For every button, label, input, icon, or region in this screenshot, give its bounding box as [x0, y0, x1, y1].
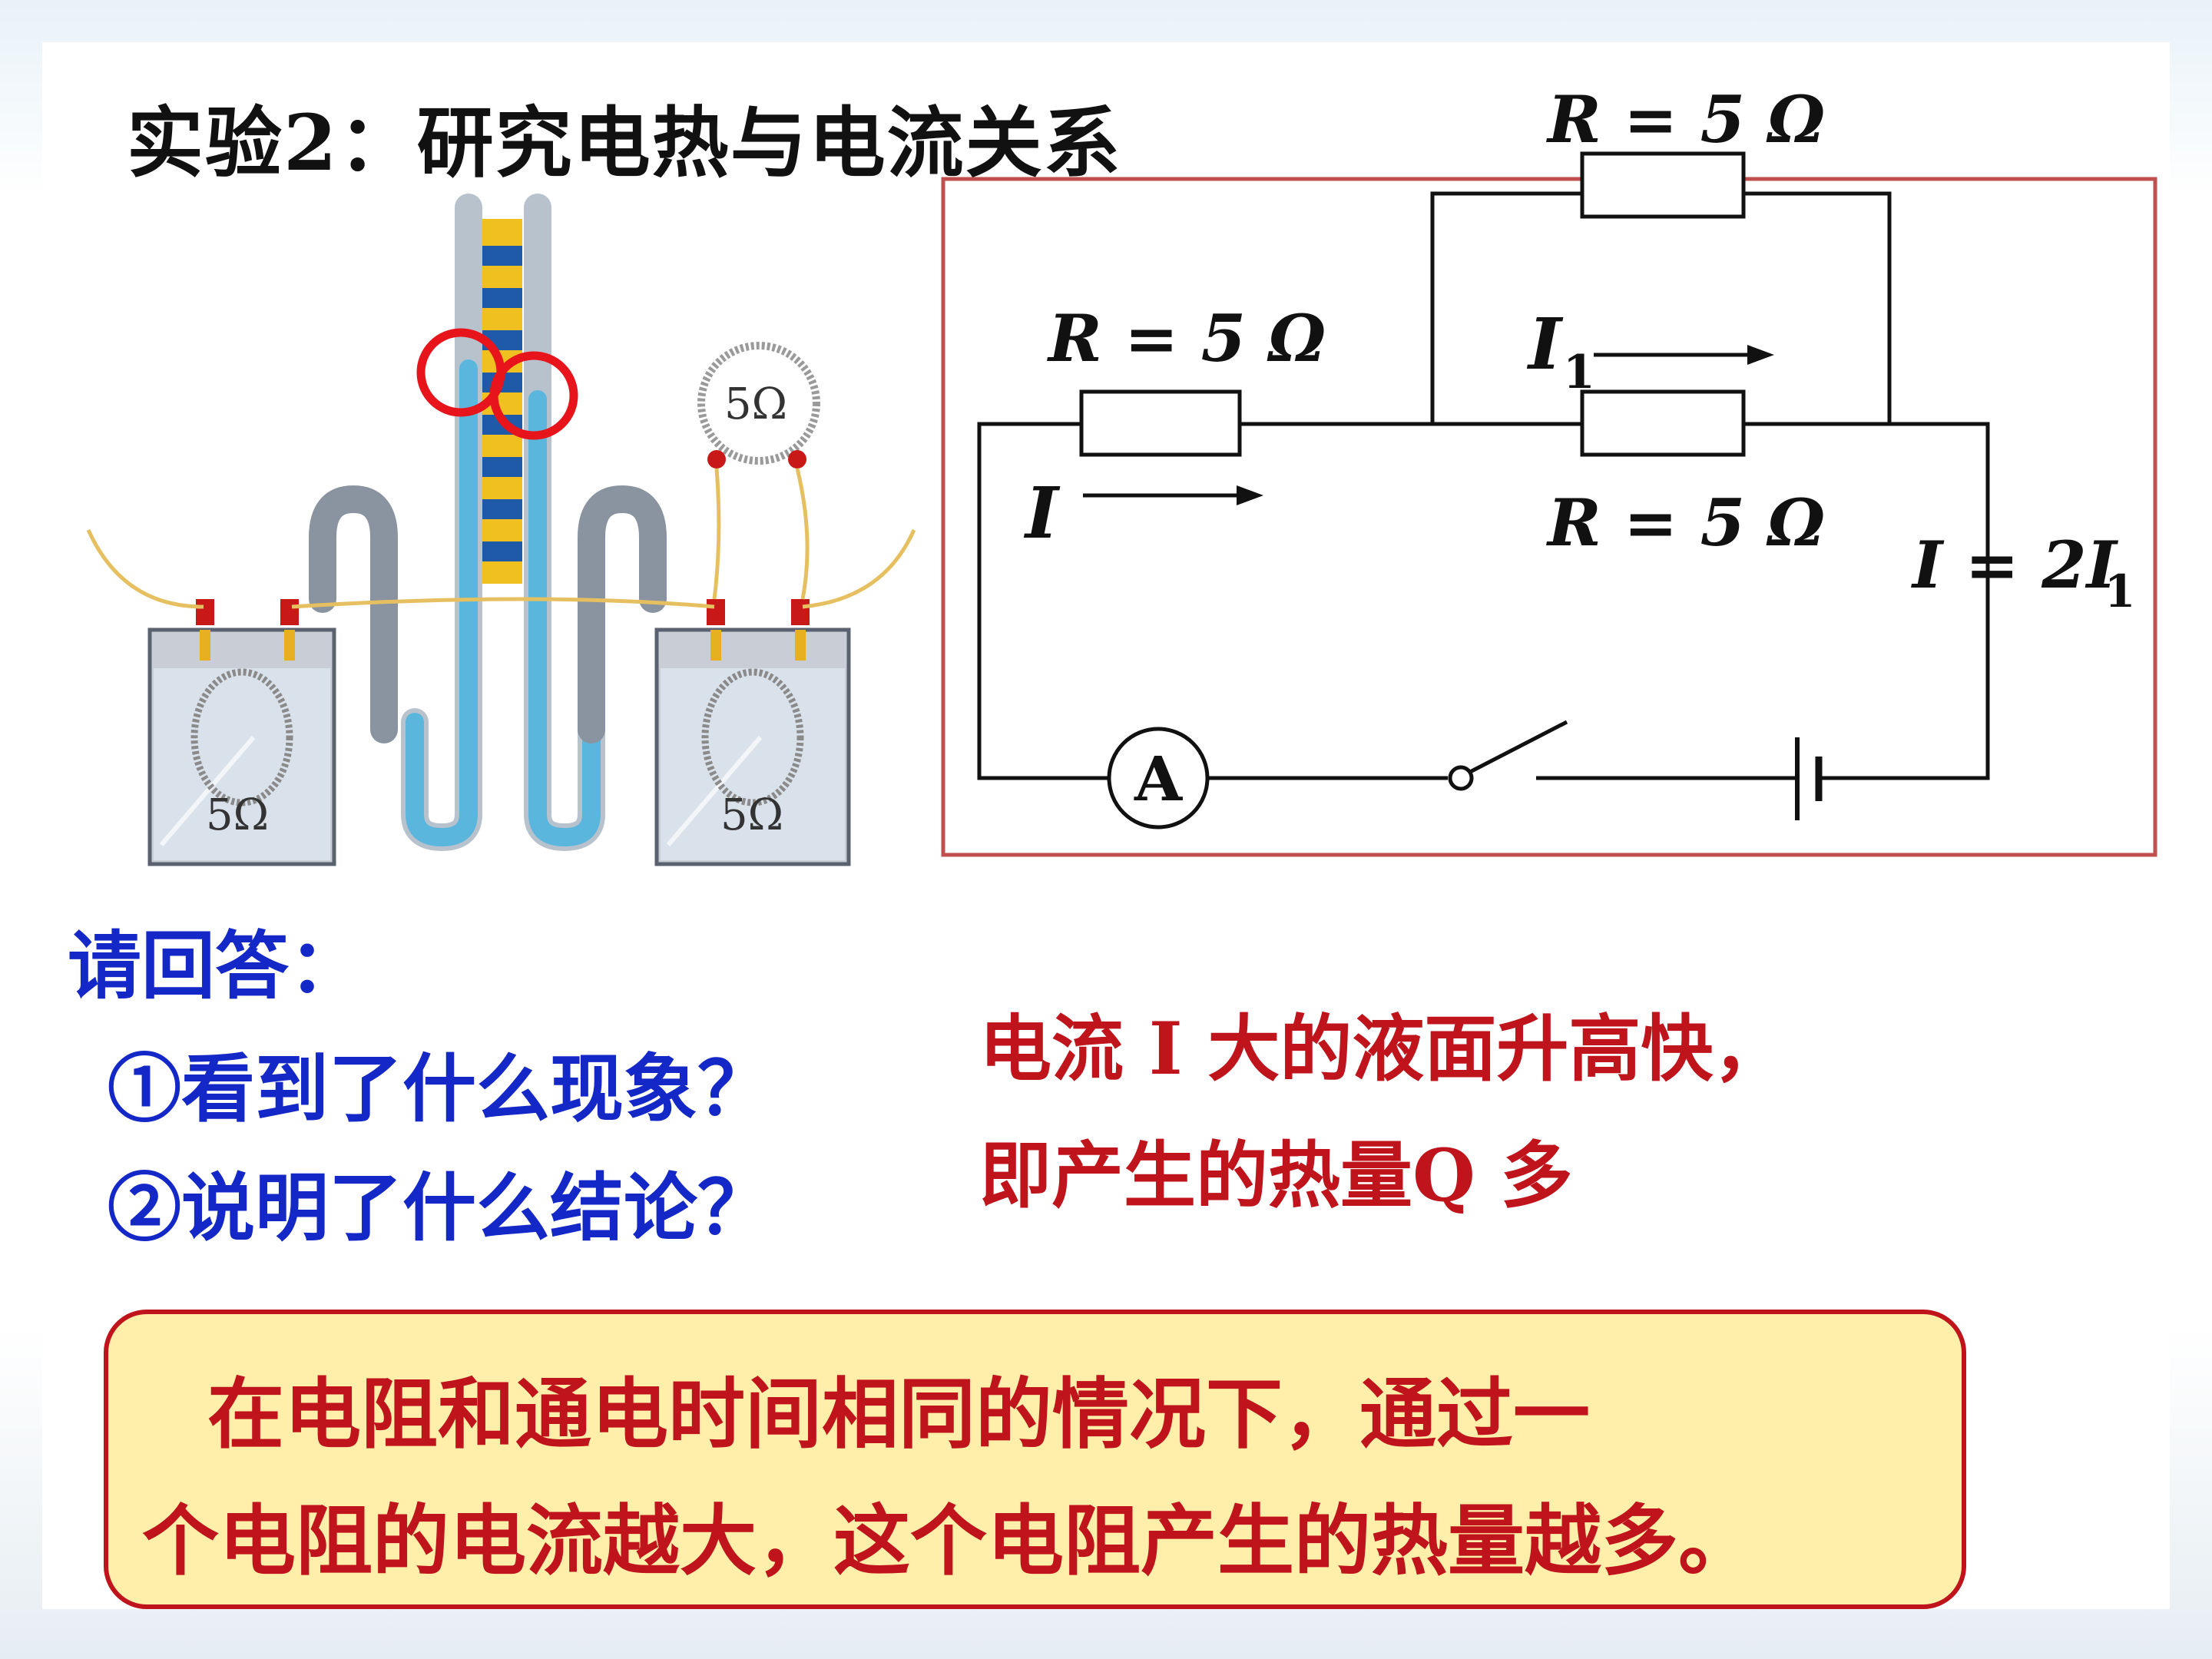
- question-1: ①看到了什么现象？: [108, 1045, 771, 1132]
- answer-line-2: 即产生的热量Q 多: [979, 1134, 1573, 1218]
- right-resistor-label: 5Ω: [720, 790, 783, 840]
- resistor-label-parallel-bottom: R = 5 Ω: [1546, 485, 1825, 561]
- current-label-branch-sub: 1: [1563, 346, 1595, 399]
- circuit-frame: [941, 177, 2157, 857]
- left-resistor-label: 5Ω: [206, 790, 269, 840]
- ammeter-label: A: [1134, 743, 1183, 815]
- external-resistor: 5Ω: [697, 342, 820, 469]
- answer-line-1: 电流 I 大的液面升高快，: [979, 1007, 1786, 1091]
- question-2: ②说明了什么结论？: [108, 1164, 771, 1251]
- slide-title: 实验2：研究电热与电流关系: [127, 98, 1122, 188]
- circuit-diagram: A R = 5 Ω R = 5 Ω R = 5 Ω I I 1 I = 2I 1: [941, 81, 2157, 857]
- conclusion-line-2: 个电阻的电流越大，这个电阻产生的热量越多。: [142, 1495, 1755, 1586]
- conclusion-line-1: 在电阻和通电时间相同的情况下，通过一: [207, 1369, 1590, 1459]
- wires: [86, 468, 916, 609]
- current-relation: I = 2I: [1911, 527, 2119, 603]
- current-label-total: I: [1023, 472, 1061, 555]
- liquid-level-highlight-right: [489, 351, 578, 440]
- experiment-apparatus: 5Ω 5Ω: [86, 194, 916, 866]
- u-tubes: [309, 194, 667, 852]
- current-relation-sub: 1: [2104, 565, 2135, 618]
- right-container: 5Ω: [654, 599, 851, 866]
- conclusion-box: [104, 1310, 1966, 1609]
- resistor-label-parallel-top: R = 5 Ω: [1546, 81, 1825, 157]
- current-label-branch: I: [1526, 303, 1564, 386]
- left-container: 5Ω: [147, 599, 336, 866]
- external-resistor-label: 5Ω: [724, 379, 787, 429]
- resistor-label-series: R = 5 Ω: [1047, 300, 1326, 376]
- questions-heading: 请回答：: [68, 922, 363, 1009]
